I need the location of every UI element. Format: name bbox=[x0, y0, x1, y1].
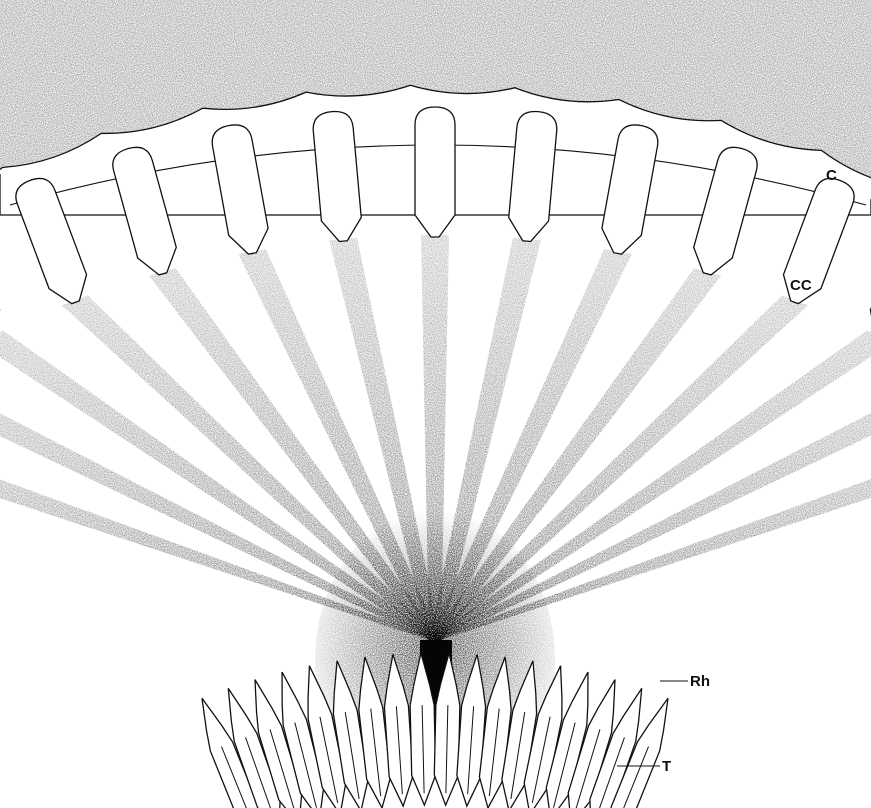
crystalline-cone bbox=[0, 213, 9, 347]
label-tip: T bbox=[662, 758, 671, 775]
crystalline-cone bbox=[415, 107, 455, 237]
crystalline-cone bbox=[861, 213, 871, 347]
label-cornea: C bbox=[826, 167, 837, 184]
label-crystalline-cone: CC bbox=[790, 277, 812, 294]
label-rhabdom: Rh bbox=[690, 673, 710, 690]
